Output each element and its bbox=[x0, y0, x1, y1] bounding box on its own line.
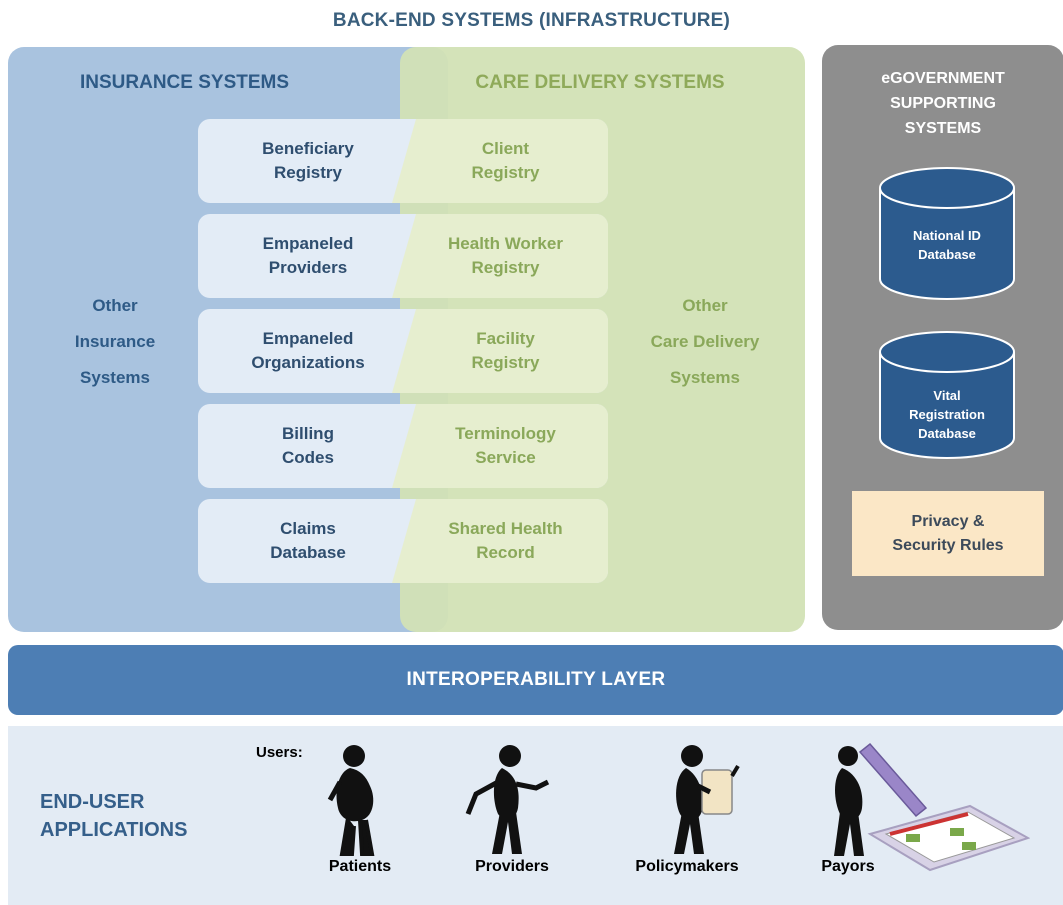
user-label-patients: Patients bbox=[328, 858, 392, 875]
policymaker-figure-icon bbox=[674, 745, 740, 854]
provider-figure-icon bbox=[465, 745, 550, 854]
row-right-bg bbox=[392, 309, 608, 393]
user-label-providers: Providers bbox=[475, 858, 549, 875]
egov-title: eGOVERNMENT SUPPORTING SYSTEMS bbox=[822, 66, 1063, 141]
payor-figure-icon bbox=[834, 742, 1030, 872]
end-user-applications-panel bbox=[8, 726, 1063, 905]
row-right-bg bbox=[392, 404, 608, 488]
patient-figure-icon bbox=[327, 745, 375, 856]
label-line: Care Delivery bbox=[650, 332, 760, 351]
label-line: Other bbox=[92, 296, 138, 315]
database-icon bbox=[879, 167, 1015, 300]
label-line: Other bbox=[682, 296, 728, 315]
database-icon bbox=[879, 331, 1015, 459]
user-label-payors: Payors bbox=[821, 858, 875, 875]
row-right-bg bbox=[392, 214, 608, 298]
end-user-title: END-USER APPLICATIONS bbox=[40, 791, 188, 841]
insurance-systems-title: INSURANCE SYSTEMS bbox=[80, 72, 290, 93]
egov-title-line: SUPPORTING bbox=[890, 95, 996, 112]
egov-title-line: SYSTEMS bbox=[904, 120, 982, 137]
label-line: Systems bbox=[670, 368, 740, 387]
user-label-policymakers: Policymakers bbox=[635, 858, 739, 875]
diagram-title: BACK-END SYSTEMS (INFRASTRUCTURE) bbox=[332, 10, 731, 31]
row-right-bg bbox=[392, 119, 608, 203]
label-line: Systems bbox=[80, 368, 150, 387]
other-insurance-systems-label: Other Insurance Systems bbox=[40, 288, 190, 396]
row-right-bg bbox=[392, 499, 608, 583]
privacy-security-rules-box: Privacy &Security Rules bbox=[852, 491, 1044, 576]
label-line: Insurance bbox=[74, 332, 156, 351]
users-label: Users: bbox=[256, 744, 303, 761]
care-delivery-title: CARE DELIVERY SYSTEMS bbox=[475, 72, 725, 93]
other-care-delivery-label: Other Care Delivery Systems bbox=[625, 288, 785, 396]
egov-title-line: eGOVERNMENT bbox=[881, 70, 1005, 87]
interoperability-layer: INTEROPERABILITY LAYER bbox=[8, 645, 1063, 715]
